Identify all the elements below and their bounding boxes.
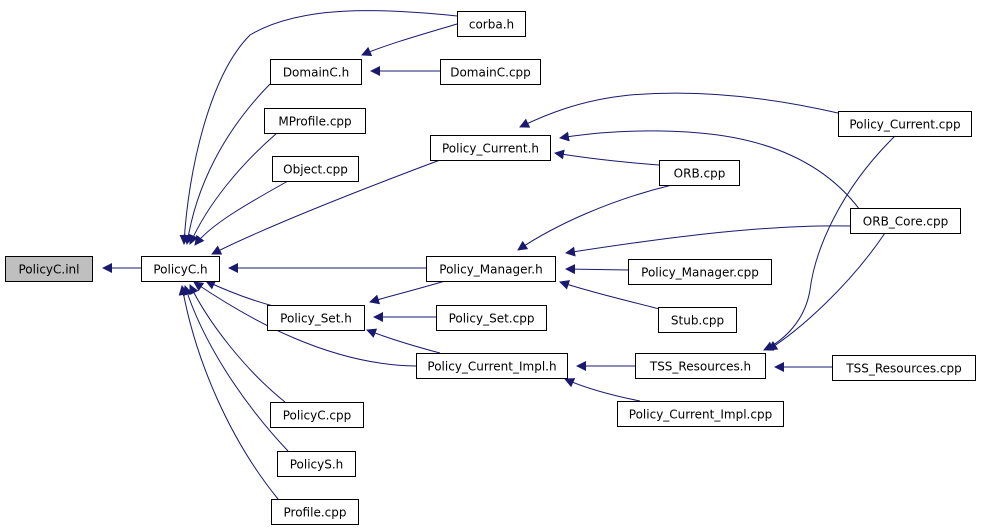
node-label: ORB.cpp — [674, 167, 726, 181]
node-box — [832, 355, 976, 381]
node-box — [628, 259, 772, 285]
edge-orb-core-cpp-to-policy-manager-h — [565, 225, 851, 257]
node-label: PolicyS.h — [290, 458, 344, 472]
node-orb-cpp[interactable]: ORB.cpp — [659, 160, 740, 186]
edge-policy-current-impl-cpp-to-policy-current-impl-h — [564, 378, 641, 402]
edge-policy-manager-cpp-to-policy-manager-h — [565, 264, 629, 275]
node-label: Object.cpp — [283, 163, 348, 177]
node-label: ORB_Core.cpp — [863, 215, 948, 229]
edge-orb-cpp-to-policy-manager-h — [517, 184, 673, 251]
node-box — [277, 451, 356, 477]
node-box — [426, 256, 556, 282]
node-label: TSS_Resources.h — [649, 360, 751, 374]
node-box — [141, 256, 220, 282]
node-box — [436, 305, 547, 331]
edge-orb-core-cpp-to-tss-resources-h — [767, 232, 886, 351]
node-tss-resources-h[interactable]: TSS_Resources.h — [635, 353, 766, 379]
node-box — [635, 353, 766, 379]
edge-profile-cpp-to-policyc-h — [178, 285, 279, 500]
node-box — [850, 208, 961, 234]
node-tss-resources-cpp[interactable]: TSS_Resources.cpp — [832, 355, 976, 381]
node-box — [658, 307, 737, 333]
node-box — [271, 499, 359, 525]
node-policy-set-cpp[interactable]: Policy_Set.cpp — [436, 305, 547, 331]
edge-object-cpp-to-policyc-h — [194, 180, 289, 246]
node-policy-current-impl-cpp[interactable]: Policy_Current_Impl.cpp — [617, 401, 784, 427]
node-box — [270, 402, 364, 428]
node-box — [838, 111, 972, 137]
node-label: Policy_Set.cpp — [449, 312, 535, 326]
node-orb-core-cpp[interactable]: ORB_Core.cpp — [850, 208, 961, 234]
edge-mprofile-cpp-to-policyc-h — [189, 132, 278, 245]
node-box — [5, 256, 93, 282]
node-policy-set-h[interactable]: Policy_Set.h — [267, 305, 365, 331]
edge-corba-h-to-policyc-h — [179, 10, 458, 245]
node-policyc-cpp[interactable]: PolicyC.cpp — [270, 402, 364, 428]
node-label: PolicyC.cpp — [283, 409, 352, 423]
edge-corba-h-to-domainc-h — [361, 23, 458, 56]
node-box — [659, 160, 740, 186]
node-label: PolicyC.inl — [19, 263, 80, 277]
node-policyc-inl[interactable]: PolicyC.inl — [5, 256, 93, 282]
node-box — [457, 11, 526, 37]
edge-domainc-h-to-policyc-h — [183, 83, 271, 245]
node-label: MProfile.cpp — [278, 115, 351, 129]
node-box — [617, 401, 784, 427]
node-label: Profile.cpp — [284, 506, 347, 520]
node-stub-cpp[interactable]: Stub.cpp — [658, 307, 737, 333]
node-corba-h[interactable]: corba.h — [457, 11, 526, 37]
node-policy-current-cpp[interactable]: Policy_Current.cpp — [838, 111, 972, 137]
node-policy-current-impl-h[interactable]: Policy_Current_Impl.h — [416, 353, 568, 379]
edge-policy-current-cpp-to-tss-resources-h — [763, 135, 896, 351]
node-domainc-h[interactable]: DomainC.h — [270, 59, 362, 85]
node-box — [272, 156, 359, 182]
node-object-cpp[interactable]: Object.cpp — [272, 156, 359, 182]
node-box — [264, 108, 366, 134]
node-policy-current-h[interactable]: Policy_Current.h — [430, 135, 551, 161]
edges — [102, 10, 896, 500]
node-mprofile-cpp[interactable]: MProfile.cpp — [264, 108, 366, 134]
edge-policy-current-impl-h-to-policy-set-h — [366, 328, 441, 354]
node-label: DomainC.h — [283, 66, 349, 80]
node-policyc-h[interactable]: PolicyC.h — [141, 256, 220, 282]
node-label: Policy_Manager.h — [439, 263, 542, 277]
node-box — [270, 59, 362, 85]
edge-policys-h-to-policyc-h — [182, 285, 289, 452]
node-label: DomainC.cpp — [450, 66, 531, 80]
edge-orb-cpp-to-policy-current-h — [554, 149, 660, 166]
edge-orb-core-cpp-to-policy-current-h — [559, 130, 861, 211]
node-domainc-cpp[interactable]: DomainC.cpp — [440, 59, 541, 85]
node-label: corba.h — [469, 18, 514, 32]
node-policy-manager-h[interactable]: Policy_Manager.h — [426, 256, 556, 282]
node-label: Policy_Current_Impl.cpp — [629, 408, 772, 422]
edge-policyc-cpp-to-policyc-h — [189, 284, 286, 403]
node-policys-h[interactable]: PolicyS.h — [277, 451, 356, 477]
node-label: Policy_Current_Impl.h — [427, 360, 556, 374]
node-label: TSS_Resources.cpp — [845, 362, 962, 376]
node-label: Policy_Set.h — [280, 312, 352, 326]
edge-policy-current-h-to-policyc-h — [211, 159, 441, 255]
node-label: Policy_Manager.cpp — [641, 266, 759, 280]
edge-policy-set-h-to-policyc-h — [205, 280, 278, 308]
node-box — [430, 135, 551, 161]
node-profile-cpp[interactable]: Profile.cpp — [271, 499, 359, 525]
edge-policy-current-cpp-to-policy-current-h — [519, 92, 839, 128]
node-label: Stub.cpp — [671, 314, 724, 328]
node-box — [440, 59, 541, 85]
edge-policy-current-impl-h-to-policyc-h — [193, 281, 417, 367]
node-label: PolicyC.h — [153, 263, 207, 277]
node-label: Policy_Current.cpp — [849, 118, 960, 132]
node-policy-manager-cpp[interactable]: Policy_Manager.cpp — [628, 259, 772, 285]
node-label: Policy_Current.h — [442, 142, 539, 156]
edge-policy-manager-h-to-policy-set-h — [369, 280, 446, 305]
node-box — [267, 305, 365, 331]
edge-stub-cpp-to-policy-manager-h — [559, 280, 664, 311]
node-box — [416, 353, 568, 379]
